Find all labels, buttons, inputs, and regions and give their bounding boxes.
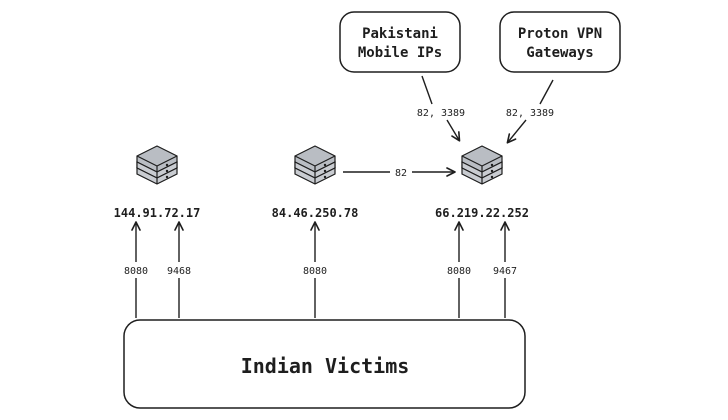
source-proton-vpn-gateways: Proton VPN Gateways [499,11,621,73]
server-144-91-72-17: 144.91.72.17 [114,145,201,220]
edge-label: 9468 [167,266,191,277]
edge-label: 82, 3389 [417,108,465,119]
source-label-line1: Pakistani [362,26,438,42]
server-84-46-250-78: 84.46.250.78 [272,145,359,220]
server-icon [136,145,178,185]
edge-label: 8080 [303,266,327,277]
edge-victims-to-s2: 8080 [303,221,327,318]
edge-victims-to-s1-a: 8080 [124,221,148,318]
source-label-line1: Proton VPN [518,26,602,42]
edge-victims-to-s1-b: 9468 [167,221,191,318]
edge-label: 8080 [447,266,471,277]
server-66-219-22-252: 66.219.22.252 [435,145,529,220]
server-icon [294,145,336,185]
edge-pakistani-to-main: 82, 3389 [417,75,465,142]
edge-label: 82 [395,168,407,179]
source-label-line2: Gateways [526,45,593,61]
edge-victims-to-s3-a: 8080 [447,221,471,318]
server-ip-label: 144.91.72.17 [114,206,201,220]
victims-label: Indian Victims [241,354,410,378]
victims-box: Indian Victims [123,319,526,409]
edge-label: 9467 [493,266,517,277]
edge-label: 8080 [124,266,148,277]
edge-proton-to-main: 82, 3389 [506,79,554,144]
source-label-line2: Mobile IPs [358,45,442,61]
server-ip-label: 66.219.22.252 [435,206,529,220]
server-ip-label: 84.46.250.78 [272,206,359,220]
edge-mid-to-main: 82 [343,167,456,179]
server-icon [461,145,503,185]
edge-victims-to-s3-b: 9467 [493,221,517,318]
edge-label: 82, 3389 [506,108,554,119]
source-pakistani-mobile-ips: Pakistani Mobile IPs [339,11,461,73]
